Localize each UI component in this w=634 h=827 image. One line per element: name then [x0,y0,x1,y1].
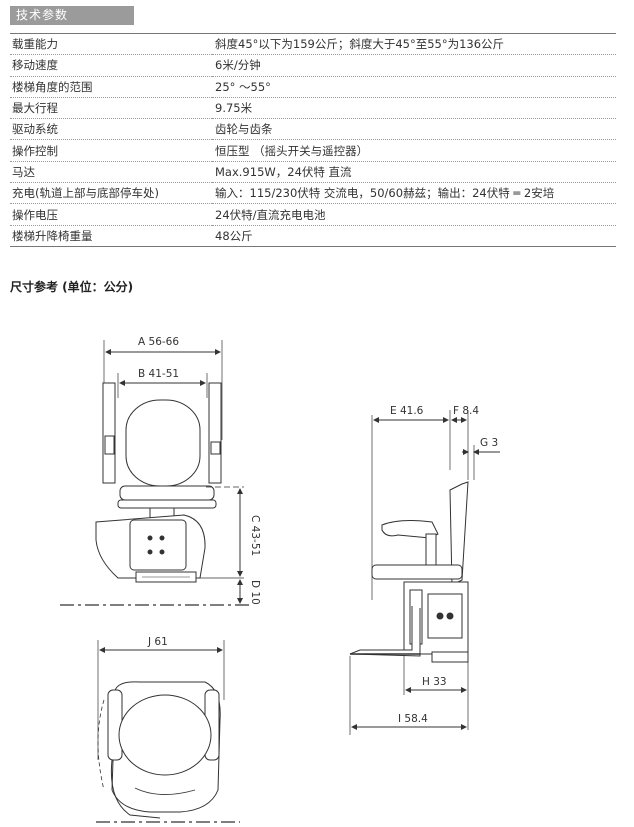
spec-value: Max.915W，24伏特 直流 [212,161,616,184]
spec-label: 楼梯角度的范围 [10,76,212,98]
spec-row: 载重能力斜度45°以下为159公斤；斜度大于45°至55°为136公斤 [10,33,616,56]
spec-value: 斜度45°以下为159公斤；斜度大于45°至55°为136公斤 [212,33,616,56]
side-view [349,410,500,735]
dim-label-e: E 41.6 [390,405,424,417]
spec-row: 充电(轨道上部与底部停车处)输入：115/230伏特 交流电，50/60赫兹；输… [10,182,616,205]
dim-label-f: F 8.4 [453,405,479,417]
dim-label-c: C 43-51 [249,515,261,556]
spec-label: 驱动系统 [10,118,212,141]
dim-label-b: B 41-51 [138,368,179,380]
spec-table: 载重能力斜度45°以下为159公斤；斜度大于45°至55°为136公斤 移动速度… [10,33,616,247]
spec-row: 操作控制恒压型 （摇头开关与遥控器） [10,139,616,162]
top-view [96,640,240,823]
spec-label: 最大行程 [10,97,212,120]
spec-label: 载重能力 [10,33,212,56]
spec-row: 驱动系统齿轮与齿条 [10,118,616,141]
spec-label: 操作控制 [10,139,212,162]
spec-value: 齿轮与齿条 [212,118,616,141]
spec-value: 恒压型 （摇头开关与遥控器） [212,139,616,162]
spec-value: 6米/分钟 [212,54,616,77]
front-view [60,340,252,606]
spec-label: 充电(轨道上部与底部停车处) [10,182,212,205]
spec-label: 楼梯升降椅重量 [10,225,212,247]
spec-label: 操作电压 [10,203,212,226]
spec-value: 25° ～55° [212,76,616,98]
dimensions-title: 尺寸参考 (单位：公分) [10,280,134,294]
section-title-bar: 技术参数 [10,6,134,25]
dim-label-i: I 58.4 [398,713,428,725]
dim-label-a: A 56-66 [138,336,179,348]
dim-label-g: G 3 [480,437,498,449]
dim-label-h: H 33 [422,676,447,688]
spec-value: 24伏特/直流充电电池 [212,203,616,226]
spec-label: 马达 [10,161,212,184]
spec-label: 移动速度 [10,54,212,77]
spec-value: 输入：115/230伏特 交流电，50/60赫兹；输出：24伏特 ═ 2安培 [212,182,616,205]
dim-label-d: D 10 [249,580,261,605]
spec-value: 9.75米 [212,97,616,120]
spec-value: 48公斤 [212,225,616,247]
dim-label-j: J 61 [147,636,168,648]
